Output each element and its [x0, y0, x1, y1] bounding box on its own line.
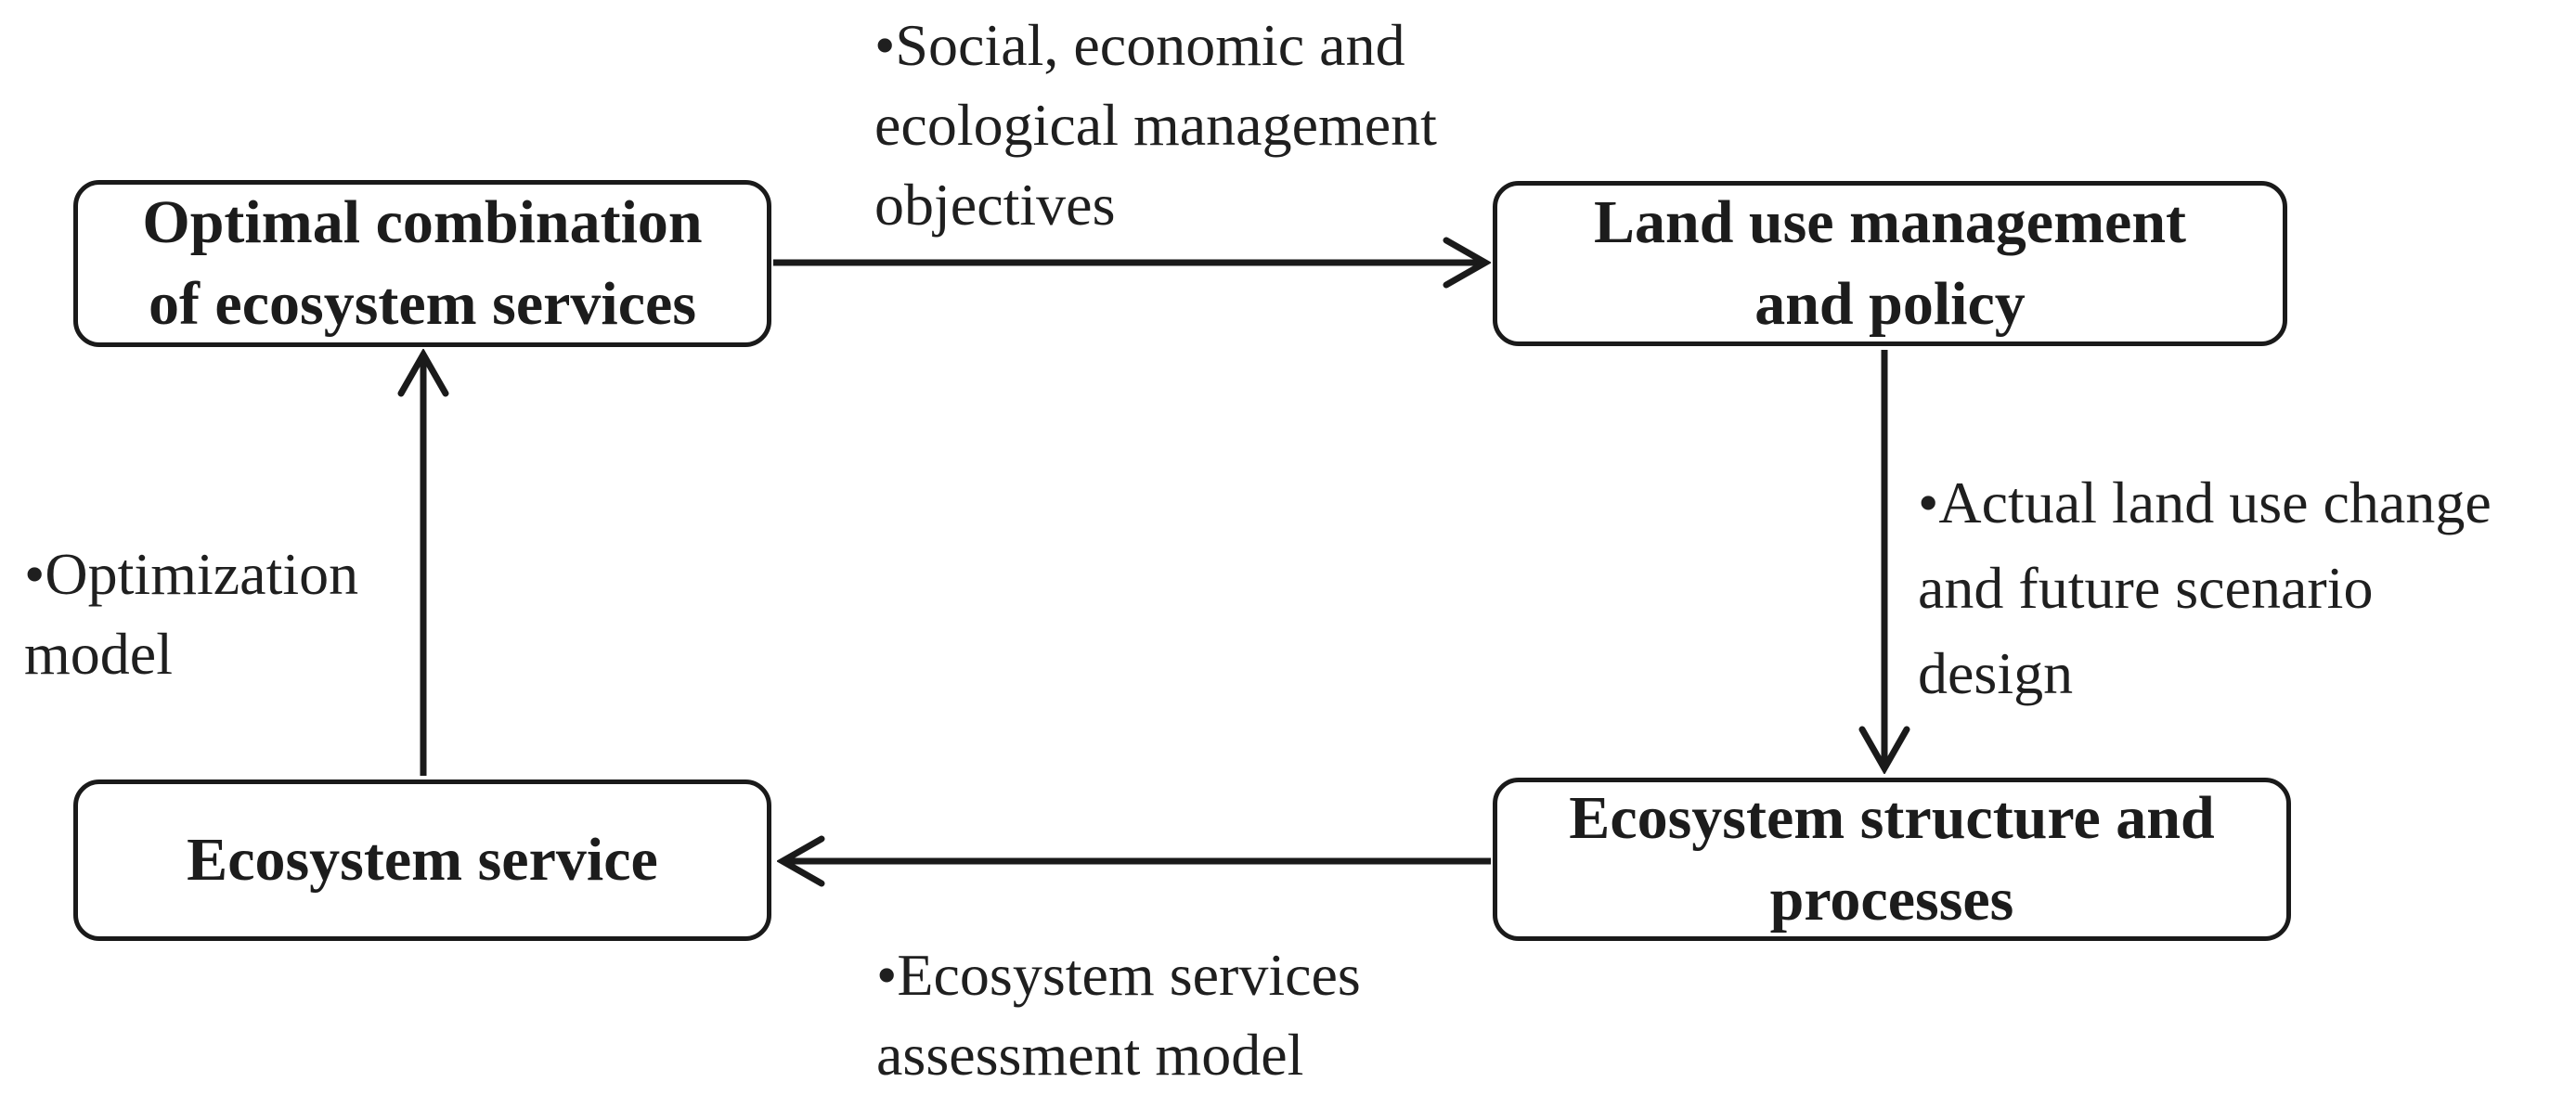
- box-land-use-management-label-line1: Land use management: [1593, 188, 2187, 256]
- box-land-use-management-label-line2: and policy: [1754, 270, 2026, 338]
- label-management-objectives: •Social, economic and ecological managem…: [874, 6, 1437, 245]
- label-services-assessment-model-line1: •Ecosystem services: [876, 942, 1361, 1008]
- label-land-use-change-scenario-line1: •Actual land use change: [1918, 470, 2492, 535]
- box-ecosystem-structure-label-line2: processes: [1769, 866, 2014, 934]
- box-optimal-combination-label-line1: Optimal combination: [142, 188, 703, 256]
- label-services-assessment-model-line2: assessment model: [876, 1022, 1304, 1088]
- label-management-objectives-line1: •Social, economic and: [874, 12, 1405, 78]
- label-management-objectives-line2: ecological management: [874, 92, 1437, 158]
- label-land-use-change-scenario-line3: design: [1918, 640, 2074, 706]
- label-optimization-model-line2: model: [24, 621, 173, 687]
- label-land-use-change-scenario: •Actual land use change and future scena…: [1918, 460, 2492, 716]
- label-management-objectives-line3: objectives: [874, 172, 1116, 238]
- box-ecosystem-structure: Ecosystem structure and processes: [1493, 778, 2291, 941]
- box-ecosystem-service: Ecosystem service: [73, 779, 771, 941]
- box-optimal-combination: Optimal combination of ecosystem service…: [73, 180, 771, 347]
- label-services-assessment-model: •Ecosystem services assessment model: [876, 935, 1361, 1095]
- box-ecosystem-structure-label-line1: Ecosystem structure and: [1569, 784, 2215, 852]
- label-land-use-change-scenario-line2: and future scenario: [1918, 555, 2374, 621]
- label-optimization-model-line1: •Optimization: [24, 541, 359, 607]
- box-land-use-management: Land use management and policy: [1493, 181, 2287, 346]
- box-optimal-combination-label-line2: of ecosystem services: [148, 270, 697, 338]
- box-ecosystem-service-label-line1: Ecosystem service: [187, 826, 658, 894]
- label-optimization-model: •Optimization model: [24, 535, 358, 694]
